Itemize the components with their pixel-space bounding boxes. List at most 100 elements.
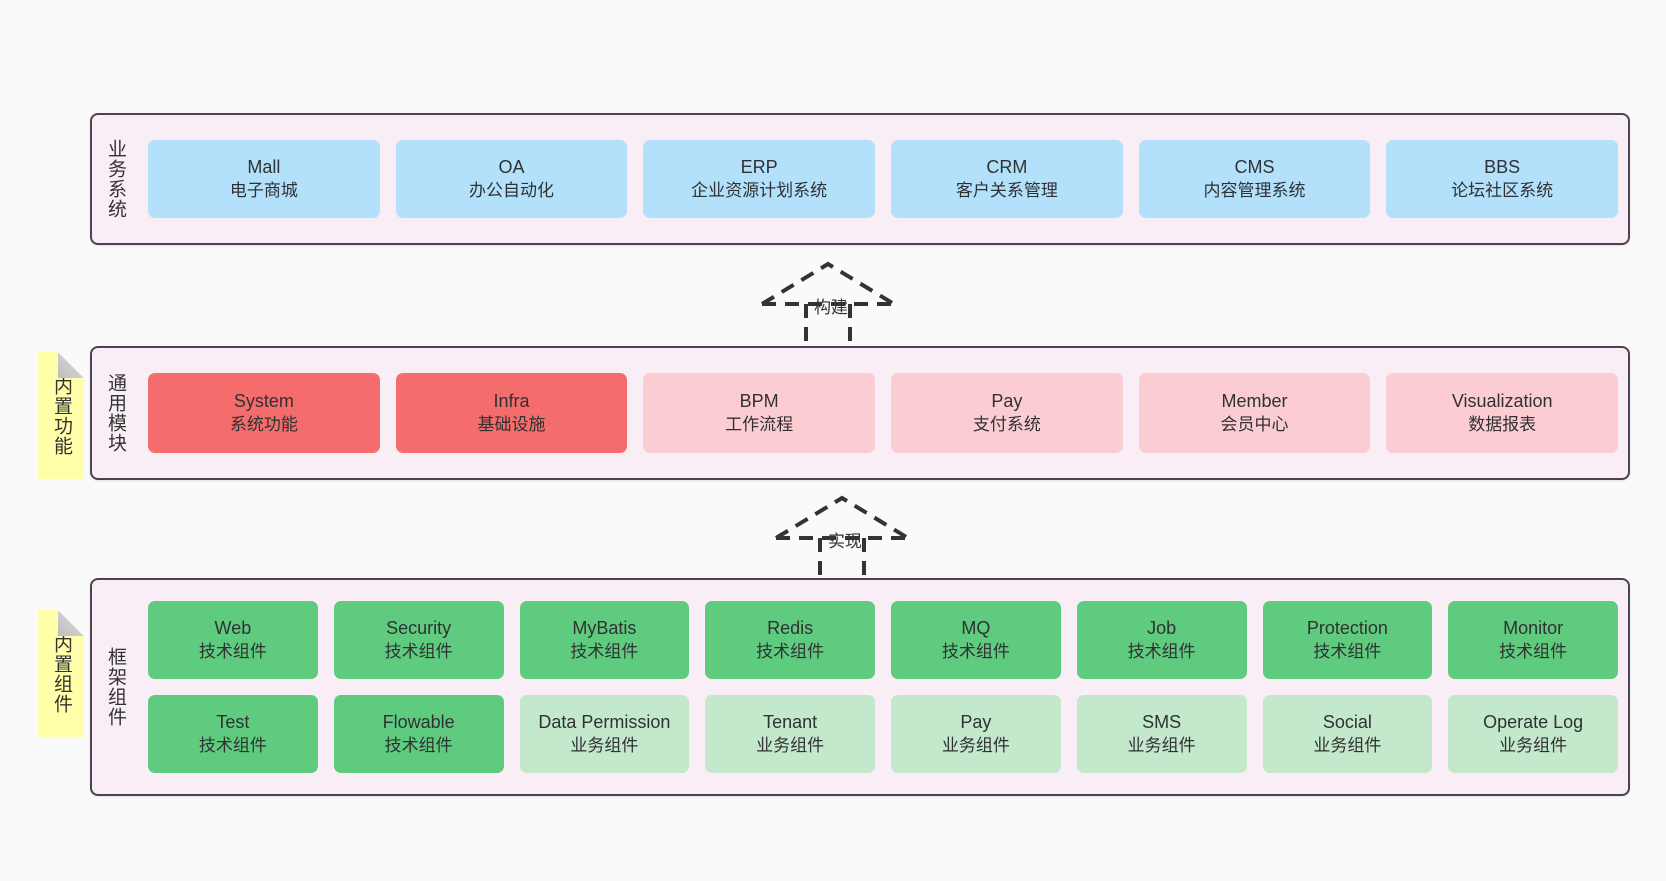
node-tenant[interactable]: Tenant 业务组件 [705,695,875,773]
layer-common-module: 通用模块 System 系统功能 Infra 基础设施 BPM 工作流程 Pay… [90,346,1630,480]
node-title: Data Permission [538,712,671,733]
node-subtitle: 技术组件 [1127,641,1196,661]
node-subtitle: 会员中心 [1220,414,1289,434]
node-subtitle: 技术组件 [570,641,639,661]
node-system[interactable]: System 系统功能 [148,373,380,453]
node-subtitle: 技术组件 [941,641,1010,661]
node-title: Pay [991,391,1023,412]
sticky-note-label: 内置功能 [51,375,73,456]
node-protection[interactable]: Protection 技术组件 [1262,601,1433,679]
layer-title-common-module: 通用模块 [105,373,127,453]
node-bbs[interactable]: BBS 论坛社区系统 [1386,140,1619,218]
node-title: ERP [740,157,778,178]
node-subtitle: 办公自动化 [469,180,554,200]
node-title: Flowable [382,712,455,733]
node-flowable[interactable]: Flowable 技术组件 [333,695,504,773]
node-bpm[interactable]: BPM 工作流程 [643,373,876,453]
node-row: Test 技术组件 Flowable 技术组件 Data Permission … [148,695,1618,773]
node-cms[interactable]: CMS 内容管理系统 [1138,140,1371,218]
node-subtitle: 业务组件 [756,735,825,755]
layer-framework-component: 框架组件 Web 技术组件 Security 技术组件 MyBatis 技术组件… [90,578,1630,796]
node-title: CMS [1234,157,1275,178]
node-oa[interactable]: OA 办公自动化 [395,140,628,218]
node-title: Protection [1306,618,1388,639]
node-subtitle: 技术组件 [198,735,267,755]
node-subtitle: 业务组件 [570,735,639,755]
sticky-note-builtin-features: 内置功能 [38,352,84,479]
node-subtitle: 技术组件 [384,735,453,755]
node-title: Test [216,712,250,733]
node-title: BBS [1484,157,1521,178]
node-sms[interactable]: SMS 业务组件 [1076,695,1247,773]
node-title: Visualization [1451,391,1553,412]
connector-implement-label: 实现 [828,532,862,551]
connector-build-label: 构建 [814,298,848,317]
node-title: MQ [961,618,991,639]
node-pay-component[interactable]: Pay 业务组件 [891,695,1061,773]
node-subtitle: 业务组件 [1499,735,1568,755]
node-redis[interactable]: Redis 技术组件 [705,601,875,679]
node-title: Tenant [763,712,818,733]
node-title: Pay [960,712,992,733]
node-subtitle: 数据报表 [1468,414,1537,434]
node-subtitle: 基础设施 [477,414,546,434]
node-title: Redis [767,618,814,639]
node-subtitle: 技术组件 [1313,641,1382,661]
node-erp[interactable]: ERP 企业资源计划系统 [643,140,876,218]
node-subtitle: 技术组件 [1499,641,1568,661]
node-row: System 系统功能 Infra 基础设施 BPM 工作流程 Pay 支付系统… [148,373,1619,453]
node-title: Infra [493,391,530,412]
node-subtitle: 技术组件 [384,641,453,661]
node-subtitle: 系统功能 [229,414,298,434]
node-test[interactable]: Test 技术组件 [148,695,318,773]
node-mybatis[interactable]: MyBatis 技术组件 [519,601,690,679]
node-job[interactable]: Job 技术组件 [1076,601,1247,679]
node-title: Job [1147,618,1177,639]
node-subtitle: 业务组件 [941,735,1010,755]
node-subtitle: 企业资源计划系统 [691,180,828,200]
node-monitor[interactable]: Monitor 技术组件 [1448,601,1618,679]
node-crm[interactable]: CRM 客户关系管理 [891,140,1123,218]
node-mall[interactable]: Mall 电子商城 [148,140,380,218]
node-title: System [233,391,294,412]
node-subtitle: 论坛社区系统 [1451,180,1554,200]
node-title: CRM [986,157,1028,178]
node-title: Monitor [1503,618,1564,639]
node-subtitle: 工作流程 [725,414,794,434]
node-title: BPM [739,391,779,412]
node-subtitle: 客户关系管理 [955,180,1058,200]
node-row: Mall 电子商城 OA 办公自动化 ERP 企业资源计划系统 CRM 客户关系… [148,140,1619,218]
node-social[interactable]: Social 业务组件 [1262,695,1433,773]
node-operate-log[interactable]: Operate Log 业务组件 [1448,695,1618,773]
node-title: MyBatis [572,618,637,639]
node-title: Social [1322,712,1372,733]
layer-body-common-module: System 系统功能 Infra 基础设施 BPM 工作流程 Pay 支付系统… [138,348,1628,478]
sticky-note-label: 内置组件 [51,633,73,714]
layer-body-framework-component: Web 技术组件 Security 技术组件 MyBatis 技术组件 Redi… [138,580,1628,794]
layer-business-system: 业务系统 Mall 电子商城 OA 办公自动化 ERP 企业资源计划系统 CRM… [90,113,1630,245]
node-member[interactable]: Member 会员中心 [1138,373,1371,453]
node-infra[interactable]: Infra 基础设施 [395,373,628,453]
sticky-note-builtin-components: 内置组件 [38,610,84,737]
node-title: OA [498,157,525,178]
node-subtitle: 业务组件 [1127,735,1196,755]
node-title: Member [1221,391,1288,412]
node-title: Web [214,618,252,639]
node-subtitle: 技术组件 [756,641,825,661]
layer-title-business-system: 业务系统 [105,139,127,219]
node-title: Security [386,618,452,639]
node-title: Mall [247,157,281,178]
node-pay-module[interactable]: Pay 支付系统 [891,373,1123,453]
layer-body-business-system: Mall 电子商城 OA 办公自动化 ERP 企业资源计划系统 CRM 客户关系… [138,115,1628,243]
layer-title-framework-component: 框架组件 [105,647,127,727]
node-subtitle: 业务组件 [1313,735,1382,755]
node-data-permission[interactable]: Data Permission 业务组件 [519,695,690,773]
node-visualization[interactable]: Visualization 数据报表 [1386,373,1619,453]
node-subtitle: 电子商城 [229,180,298,200]
node-security[interactable]: Security 技术组件 [333,601,504,679]
node-mq[interactable]: MQ 技术组件 [891,601,1061,679]
node-row: Web 技术组件 Security 技术组件 MyBatis 技术组件 Redi… [148,601,1618,679]
node-web[interactable]: Web 技术组件 [148,601,318,679]
node-subtitle: 支付系统 [972,414,1041,434]
